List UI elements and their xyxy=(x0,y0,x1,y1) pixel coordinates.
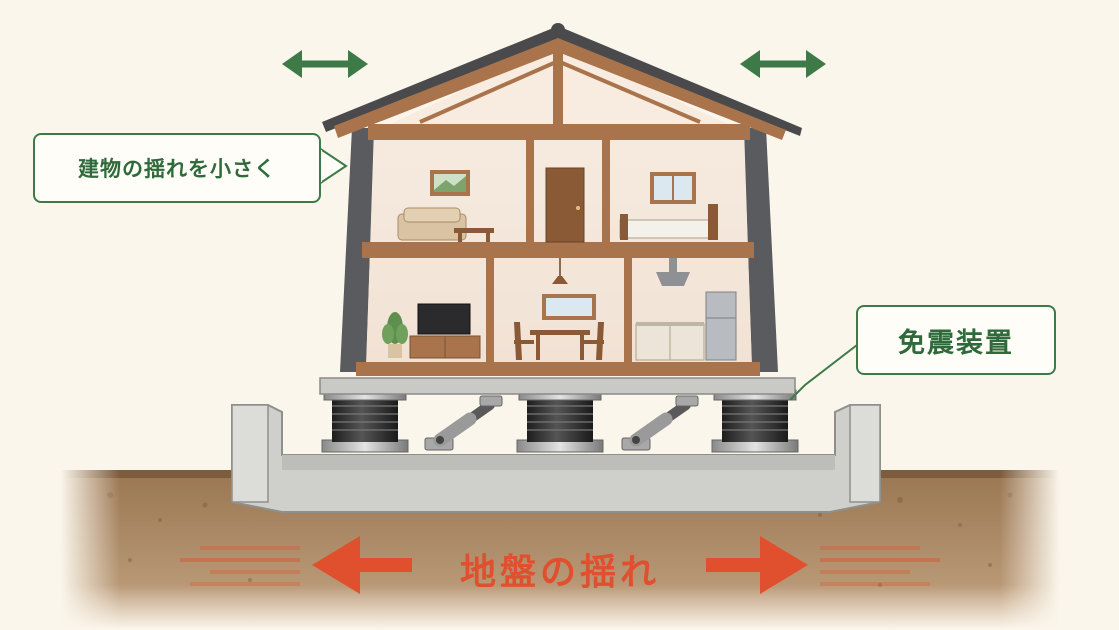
roof-finial xyxy=(551,23,565,37)
rubber-bearing-left xyxy=(321,389,409,453)
ground-motion-lines-left xyxy=(180,546,300,586)
building-sway-arrow-left xyxy=(282,50,368,78)
rubber-bearing-center xyxy=(516,389,604,453)
building-sway-arrow-right xyxy=(740,50,826,78)
base-slab xyxy=(319,377,796,395)
callout-isolator-pointer xyxy=(789,344,858,401)
callout-isolation-device: 免震装置 xyxy=(856,305,1056,375)
rubber-bearing-right xyxy=(711,389,799,453)
callout-building-sway: 建物の揺れを小さく xyxy=(33,133,321,203)
ground-shaking-arrow-left xyxy=(312,536,412,594)
range-hood xyxy=(656,272,690,286)
left-wall xyxy=(340,128,374,372)
house xyxy=(319,23,802,395)
right-wall xyxy=(744,128,778,372)
ground-shaking-label: 地盤の揺れ xyxy=(459,552,660,593)
foundation-pit xyxy=(231,404,881,513)
oil-damper-right xyxy=(621,395,699,451)
ground-shaking-arrow-right xyxy=(706,536,808,594)
oil-damper-left xyxy=(424,395,503,451)
ground-motion-lines-right xyxy=(820,546,940,586)
